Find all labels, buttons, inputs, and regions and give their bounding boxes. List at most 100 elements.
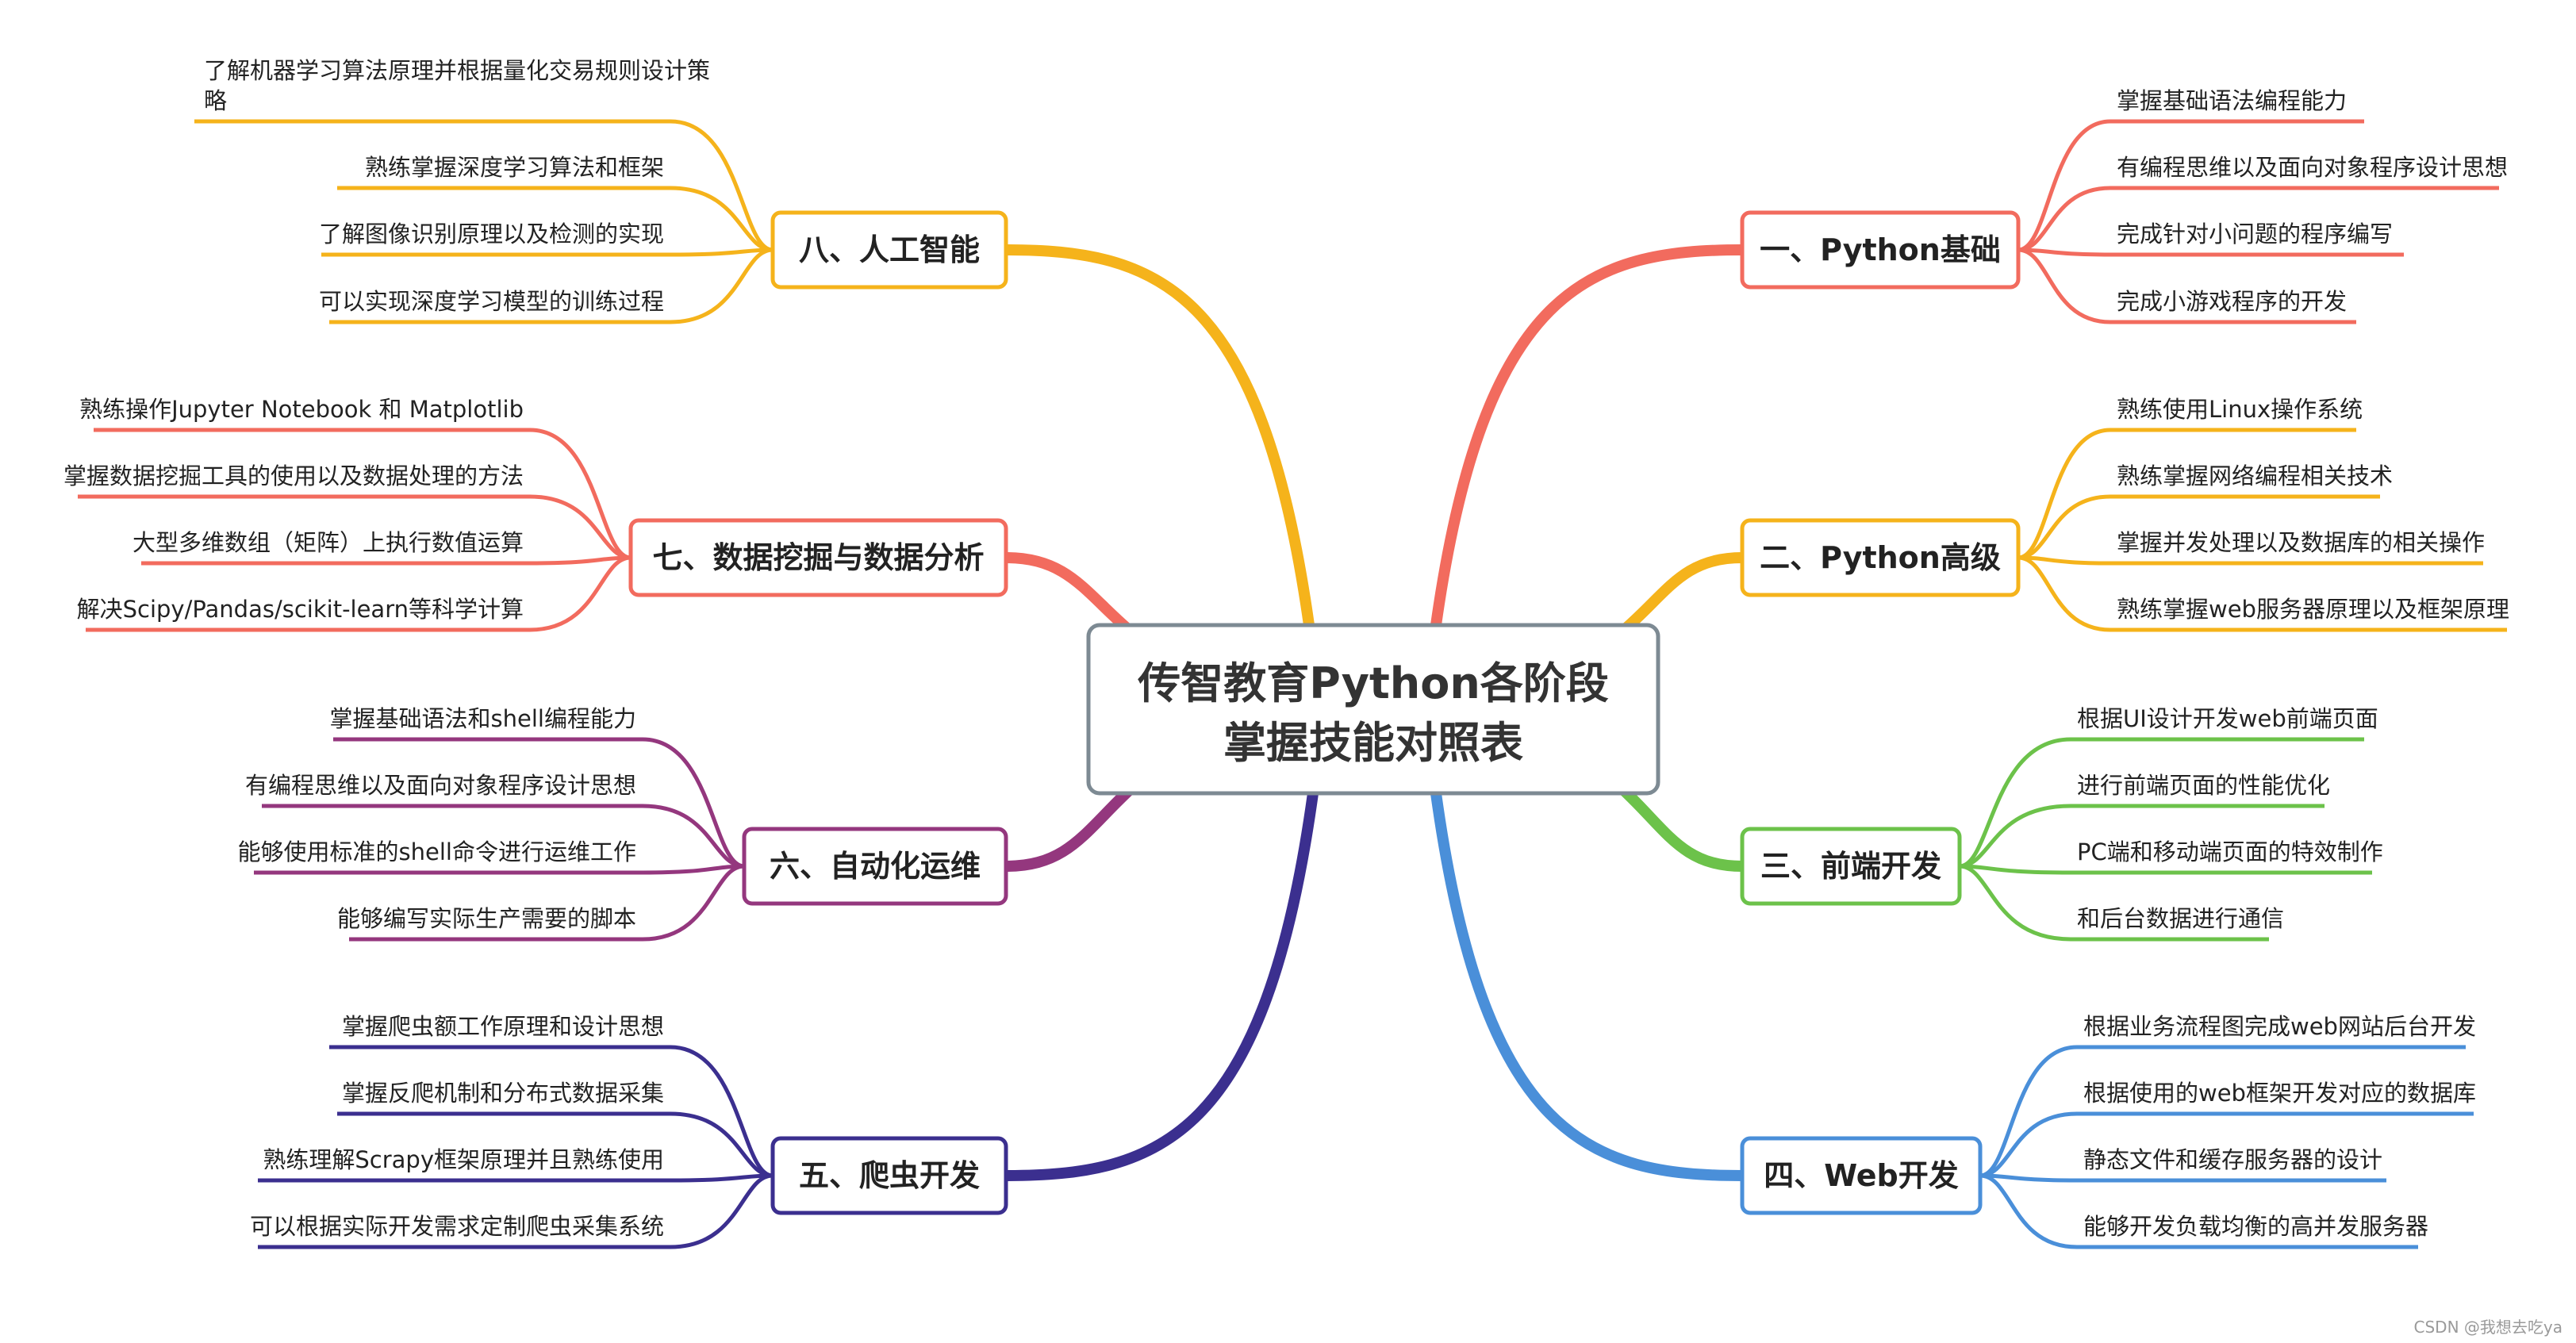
leaf-item[interactable]: 可以实现深度学习模型的训练过程 <box>319 247 774 324</box>
branch-node-5[interactable]: 五、爬虫开发 <box>770 1136 1008 1215</box>
leaf-connector <box>670 1111 774 1178</box>
branch-node-8[interactable]: 八、人工智能 <box>770 210 1008 290</box>
leaf-item[interactable]: 根据业务流程图完成web网站后台开发 <box>1979 1013 2476 1178</box>
branch-link-4 <box>1430 788 1748 1181</box>
leaf-connector <box>1959 864 2071 875</box>
leaf-item[interactable]: 熟练操作Jupyter Notebook 和 Matplotlib <box>79 396 632 560</box>
leaf-items: 掌握基础语法编程能力有编程思维以及面向对象程序设计思想完成针对小问题的程序编写完… <box>63 57 2509 1249</box>
leaf-text: 熟练掌握网络编程相关技术 <box>2117 462 2393 489</box>
branch-label: 五、爬虫开发 <box>799 1158 980 1193</box>
leaf-connector <box>2017 555 2111 632</box>
leaf-text: 掌握并发处理以及数据库的相关操作 <box>2117 529 2485 556</box>
leaf-connector <box>1959 864 2071 942</box>
leaf-item[interactable]: 掌握反爬机制和分布式数据采集 <box>337 1080 774 1178</box>
leaf-item[interactable]: 能够开发负载均衡的高并发服务器 <box>1979 1173 2428 1249</box>
leaf-item[interactable]: 完成针对小问题的程序编写 <box>2017 221 2404 257</box>
leaf-text: 熟练理解Scrapy框架原理并且熟练使用 <box>263 1146 664 1173</box>
leaf-item[interactable]: 完成小游戏程序的开发 <box>2017 247 2356 324</box>
branch-node-1[interactable]: 一、Python基础 <box>1740 210 2021 290</box>
leaf-connector <box>642 804 745 869</box>
branch-label: 三、前端开发 <box>1760 849 1941 884</box>
leaf-item[interactable]: 了解图像识别原理以及检测的实现 <box>319 221 774 257</box>
branch-link-3 <box>1613 780 1748 872</box>
leaf-text: 根据使用的web框架开发对应的数据库 <box>2083 1080 2476 1107</box>
branch-label: 七、数据挖掘与数据分析 <box>652 540 984 575</box>
leaf-connector <box>529 555 632 632</box>
leaf-text: 解决Scipy/Pandas/scikit-learn等科学计算 <box>77 596 524 623</box>
leaf-text: 能够使用标准的shell命令进行运维工作 <box>238 838 636 865</box>
leaf-text: 熟练操作Jupyter Notebook 和 Matplotlib <box>79 396 524 423</box>
leaf-connector <box>642 737 745 869</box>
branch-node-box <box>1740 827 1962 906</box>
center-node[interactable]: 传智教育Python各阶段 掌握技能对照表 <box>1086 623 1660 796</box>
leaf-item[interactable]: 掌握数据挖掘工具的使用以及数据处理的方法 <box>63 462 632 560</box>
leaf-text: 静态文件和缓存服务器的设计 <box>2083 1146 2382 1173</box>
leaf-item[interactable]: 熟练掌握深度学习算法和框架 <box>337 154 774 252</box>
branch-link-2 <box>1613 552 1748 640</box>
leaf-connector <box>1979 1111 2078 1178</box>
leaf-item[interactable]: 熟练理解Scrapy框架原理并且熟练使用 <box>258 1146 774 1183</box>
leaf-item[interactable]: 和后台数据进行通信 <box>1959 864 2284 942</box>
leaf-item[interactable]: 掌握爬虫额工作原理和设计思想 <box>329 1013 774 1178</box>
branch-label: 八、人工智能 <box>799 232 980 267</box>
leaf-item[interactable]: 静态文件和缓存服务器的设计 <box>1979 1146 2386 1183</box>
leaf-connector <box>2017 555 2111 566</box>
leaf-connector <box>2017 247 2111 324</box>
branch-node-box <box>628 518 1008 597</box>
leaf-item[interactable]: PC端和移动端页面的特效制作 <box>1959 838 2383 875</box>
leaf-item[interactable]: 有编程思维以及面向对象程序设计思想 <box>2017 154 2508 252</box>
leaf-text: 和后台数据进行通信 <box>2077 905 2284 932</box>
leaf-item[interactable]: 熟练掌握网络编程相关技术 <box>2017 462 2393 560</box>
leaf-text: 完成针对小问题的程序编写 <box>2117 221 2393 247</box>
branch-node-3[interactable]: 三、前端开发 <box>1740 827 1962 906</box>
leaf-connector <box>2017 428 2111 560</box>
leaf-item[interactable]: 进行前端页面的性能优化 <box>1959 772 2330 869</box>
branch-node-6[interactable]: 六、自动化运维 <box>742 827 1008 906</box>
center-title-line2: 掌握技能对照表 <box>1223 718 1523 768</box>
leaf-item[interactable]: 可以根据实际开发需求定制爬虫采集系统 <box>250 1173 774 1249</box>
leaf-item[interactable]: 根据使用的web框架开发对应的数据库 <box>1979 1080 2476 1178</box>
branch-link-8 <box>1000 244 1315 631</box>
branch-node-box <box>770 1136 1008 1215</box>
leaf-item[interactable]: 熟练使用Linux操作系统 <box>2017 396 2363 560</box>
leaf-item[interactable]: 根据UI设计开发web前端页面 <box>1959 705 2378 869</box>
leaf-connector <box>670 247 774 324</box>
center-node-box <box>1086 623 1660 796</box>
leaf-text: PC端和移动端页面的特效制作 <box>2077 838 2383 865</box>
leaf-connector <box>670 1173 774 1183</box>
leaf-item[interactable]: 掌握基础语法编程能力 <box>2017 87 2364 252</box>
leaf-connector <box>642 864 745 942</box>
branch-node-box <box>1740 1136 1983 1215</box>
leaf-item[interactable]: 解决Scipy/Pandas/scikit-learn等科学计算 <box>77 555 632 632</box>
leaf-item[interactable]: 能够编写实际生产需要的脚本 <box>337 864 745 942</box>
leaf-item[interactable]: 掌握基础语法和shell编程能力 <box>330 705 745 869</box>
leaf-text: 熟练掌握web服务器原理以及框架原理 <box>2117 596 2509 623</box>
leaf-connector <box>1979 1045 2078 1178</box>
leaf-connector <box>642 864 745 875</box>
leaf-text: 了解图像识别原理以及检测的实现 <box>319 221 664 247</box>
leaf-item[interactable]: 熟练掌握web服务器原理以及框架原理 <box>2017 555 2509 632</box>
branch-node-7[interactable]: 七、数据挖掘与数据分析 <box>628 518 1008 597</box>
leaf-connector <box>2017 186 2111 252</box>
branch-link-1 <box>1430 244 1748 631</box>
leaf-item[interactable]: 掌握并发处理以及数据库的相关操作 <box>2017 529 2485 566</box>
leaf-connector <box>529 555 632 566</box>
leaf-item[interactable]: 大型多维数组（矩阵）上执行数值运算 <box>132 529 632 566</box>
branch-node-2[interactable]: 二、Python高级 <box>1740 518 2021 597</box>
leaf-text: 掌握反爬机制和分布式数据采集 <box>342 1080 664 1107</box>
leaf-text: 掌握基础语法和shell编程能力 <box>330 705 636 732</box>
leaf-connector <box>670 1045 774 1178</box>
leaf-text: 熟练掌握深度学习算法和框架 <box>365 154 664 181</box>
leaf-connector <box>670 186 774 252</box>
leaf-connector <box>2017 247 2111 257</box>
leaf-connector <box>1959 804 2071 869</box>
center-title-line1: 传智教育Python各阶段 <box>1137 658 1609 708</box>
watermark-text: CSDN @我想去吃ya <box>2414 1318 2563 1337</box>
leaf-item[interactable]: 能够使用标准的shell命令进行运维工作 <box>238 838 745 875</box>
leaf-connector <box>1979 1173 2078 1183</box>
branch-link-6 <box>1000 780 1140 872</box>
leaf-item[interactable]: 有编程思维以及面向对象程序设计思想 <box>245 772 745 869</box>
branch-node-4[interactable]: 四、Web开发 <box>1740 1136 1983 1215</box>
